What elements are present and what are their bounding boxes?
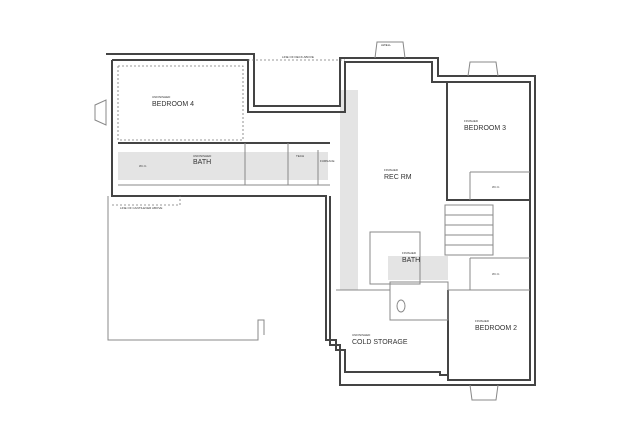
bath-shade — [388, 256, 448, 280]
bath-unf-status: UNFINISHED — [193, 154, 212, 158]
tech-label: TECH — [296, 154, 304, 158]
window-well-left — [94, 99, 107, 126]
cold-label: COLD STORAGE — [352, 339, 408, 346]
wic-left-label: W.I.C. — [139, 164, 147, 168]
bath-unf-label: BATH — [193, 159, 211, 166]
exterior-wall — [111, 59, 531, 381]
bath-walls — [369, 231, 421, 285]
deck-note: LINE OF DECK ABOVE — [282, 55, 314, 59]
bedroom3-wall — [446, 82, 530, 201]
bedroom4-label: BEDROOM 4 — [152, 101, 194, 108]
toilet-room — [389, 281, 449, 321]
garage-wall — [107, 196, 265, 341]
cantilever-note: LINE OF CANTILEVER ABOVE — [120, 206, 162, 210]
bedroom3-status: FINISHED — [464, 119, 479, 123]
awell-note: AWELL — [381, 43, 391, 47]
bedroom4-status: UNFINISHED — [152, 95, 171, 99]
bedroom2-status: FINISHED — [475, 319, 490, 323]
bedroom2-label: BEDROOM 2 — [475, 325, 517, 332]
bath-fin-label: BATH — [402, 257, 420, 264]
bath-fin-status: FINISHED — [402, 251, 417, 255]
cold-status: UNFINISHED — [352, 333, 371, 337]
cantilever-line — [112, 196, 181, 206]
furnace-label: FURNACE — [320, 159, 335, 163]
stairs — [444, 204, 494, 256]
wic-b2-label: W.I.C. — [492, 272, 500, 276]
exterior-wall-outer — [106, 53, 536, 386]
window-well-right — [467, 61, 499, 77]
bedroom4-outline — [117, 65, 244, 141]
rec-label: REC RM — [384, 174, 412, 181]
hallway-shade — [118, 152, 328, 180]
rec-shade — [340, 90, 358, 290]
window-well-bottom — [469, 384, 499, 401]
bedroom3-label: BEDROOM 3 — [464, 125, 506, 132]
rec-status: FINISHED — [384, 168, 399, 172]
wic-b3-label: W.I.C. — [492, 185, 500, 189]
window-well-top — [374, 41, 406, 59]
toilet-icon — [396, 299, 406, 313]
